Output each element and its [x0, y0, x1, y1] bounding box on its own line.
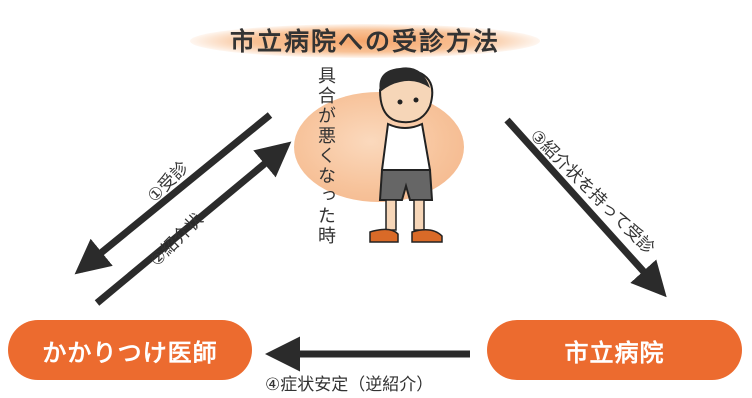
clinic-node-label: かかりつけ医師 — [42, 338, 218, 367]
title-banner: 市立病院への受診方法 — [190, 10, 540, 66]
center-highlight-blob — [294, 92, 464, 202]
step4-label: ④症状安定（逆紹介） — [265, 375, 434, 395]
arrow-step1 — [74, 112, 273, 275]
center-caption: 具合が悪くなった時 — [315, 66, 336, 246]
title-glow — [190, 24, 540, 58]
arrow-step3 — [504, 117, 667, 298]
clinic-node: かかりつけ医師 — [8, 320, 252, 380]
city-hospital-node: 市立病院 — [487, 320, 742, 380]
page-title: 市立病院への受診方法 — [229, 27, 500, 56]
arrow-step2 — [94, 141, 292, 306]
city-hospital-node-label: 市立病院 — [564, 338, 665, 367]
sick-boy-illustration — [369, 67, 443, 243]
